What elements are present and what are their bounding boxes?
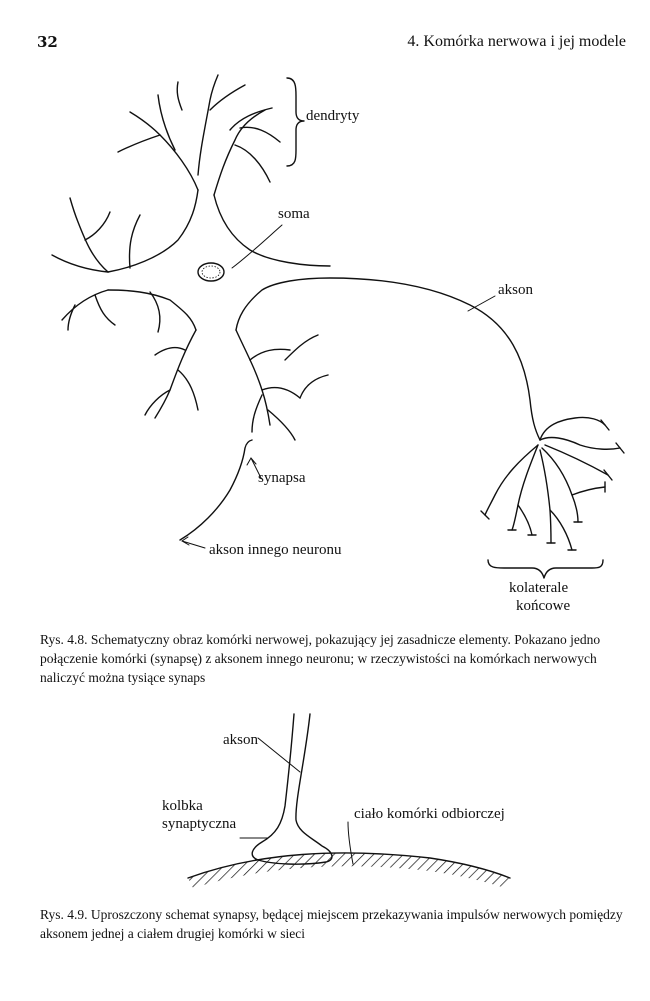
synaptic-bulb (251, 713, 333, 865)
chapter-header: 4. Komórka nerwowa i jej modele (407, 33, 626, 50)
page-number: 32 (37, 33, 58, 51)
receiving-cell-membrane (187, 852, 511, 879)
label-receiving-cell: ciało komórki odbiorczej (354, 806, 505, 822)
pre-axon-leader (257, 737, 301, 773)
label-soma: soma (278, 206, 310, 222)
collaterals-brace (487, 559, 604, 579)
other-axon-arrow (181, 536, 206, 549)
label-axon: akson (498, 282, 533, 298)
terminal-collaterals (484, 416, 621, 551)
label-bulb-2: synaptyczna (162, 816, 237, 832)
label-collaterals-1: kolaterale (509, 580, 569, 596)
receiving-cell-hatch (188, 852, 510, 888)
soma-outline (107, 189, 541, 441)
upper-dendrites (117, 74, 281, 196)
caption-fig-4-9: Rys. 4.9. Uproszczony schemat synapsy, b… (40, 907, 623, 941)
axon-leader (467, 295, 496, 312)
caption-fig-4-8: Rys. 4.8. Schematyczny obraz komórki ner… (40, 632, 601, 685)
label-collaterals-2: końcowe (516, 598, 571, 614)
dendrite-brace (286, 77, 305, 167)
left-dendrites (51, 197, 161, 333)
synapse-arrow (246, 457, 262, 479)
terminal-endings (480, 419, 625, 551)
label-other-axon: akson innego neuronu (209, 542, 342, 558)
cell-leader (347, 821, 354, 865)
other-neuron-axon (179, 439, 253, 541)
label-synapse-axon: akson (223, 732, 258, 748)
label-bulb-1: kolbka (162, 798, 203, 814)
label-dendrites: dendryty (306, 108, 360, 124)
lower-dendrites (144, 329, 329, 441)
soma-leader (231, 224, 283, 269)
label-synapse: synapsa (258, 470, 306, 486)
